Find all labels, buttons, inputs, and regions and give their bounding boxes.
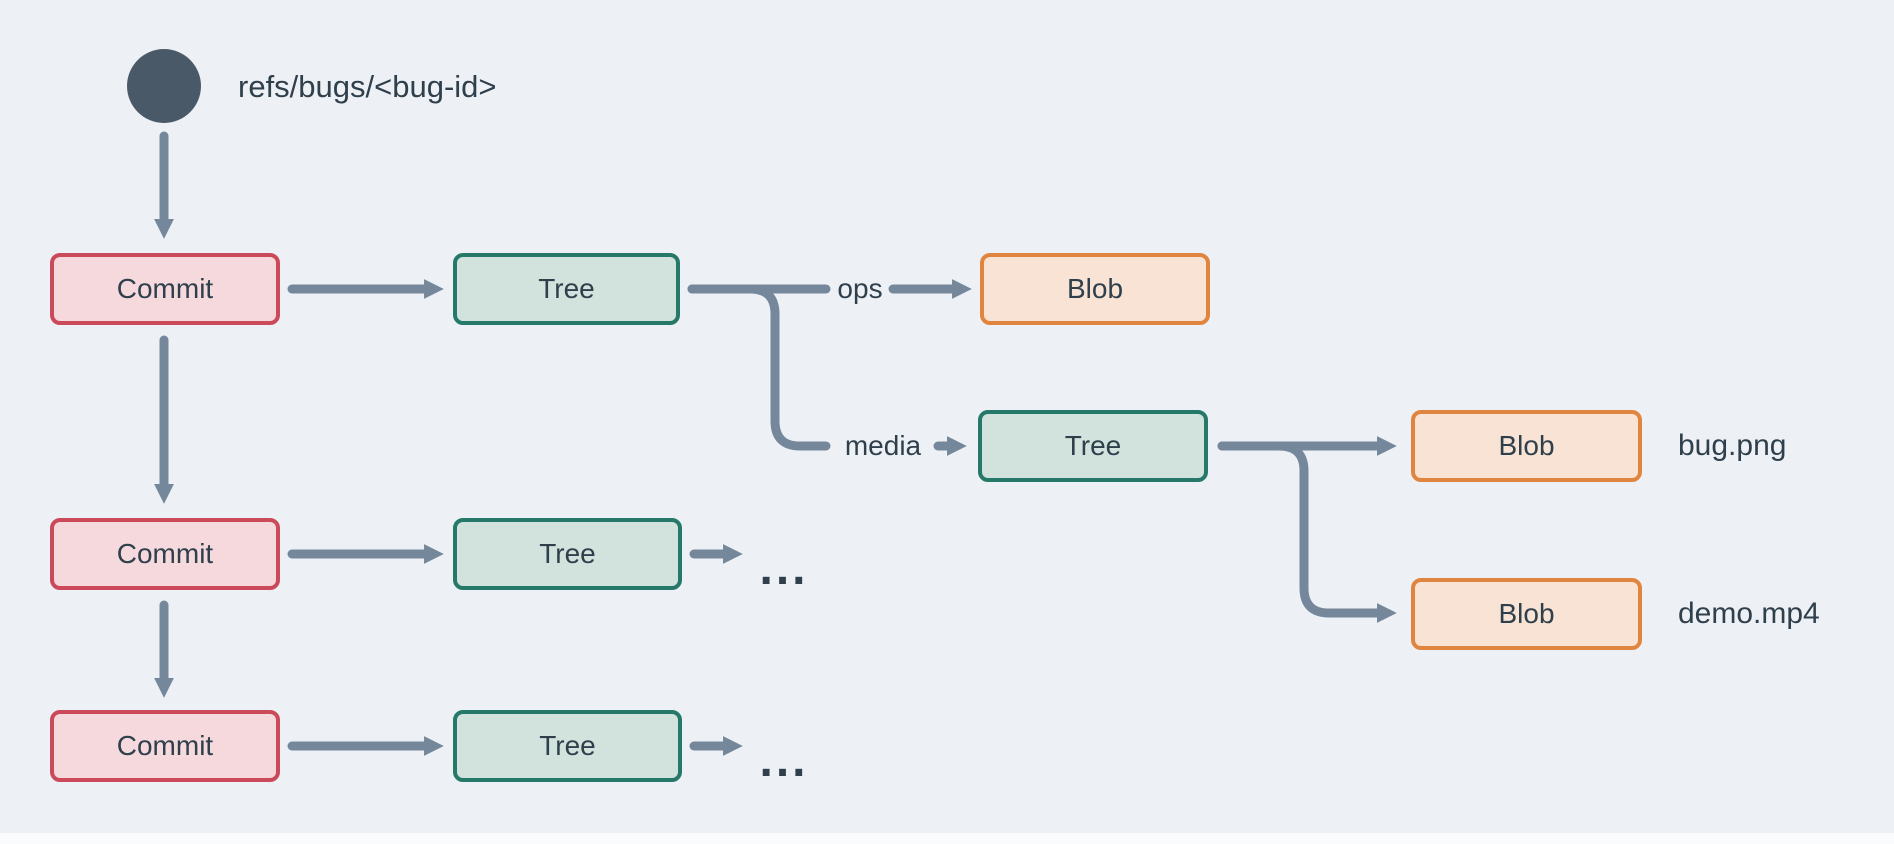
- blob-node-ops: Blob: [980, 253, 1210, 325]
- blob-node-bug-png: Blob: [1411, 410, 1642, 482]
- commit-node-2: Commit: [50, 518, 280, 590]
- bottom-edge-strip: [0, 833, 1894, 844]
- blob-node-demo-mp4: Blob: [1411, 578, 1642, 650]
- ellipsis-row-3: ...: [759, 734, 809, 787]
- edge-label-ops: ops: [837, 273, 883, 304]
- tree-node-1: Tree: [453, 253, 680, 325]
- edge-label-media: media: [844, 430, 922, 461]
- tree-node-3: Tree: [453, 710, 682, 782]
- tree-node-2: Tree: [453, 518, 682, 590]
- ref-label: refs/bugs/<bug-id>: [238, 69, 497, 104]
- ref-node-circle: [127, 49, 201, 123]
- commit-node-1: Commit: [50, 253, 280, 325]
- file-label-demo-mp4: demo.mp4: [1678, 597, 1820, 630]
- commit-node-3: Commit: [50, 710, 280, 782]
- ellipsis-row-2: ...: [759, 542, 809, 595]
- tree-node-media: Tree: [978, 410, 1208, 482]
- file-label-bug-png: bug.png: [1678, 429, 1787, 462]
